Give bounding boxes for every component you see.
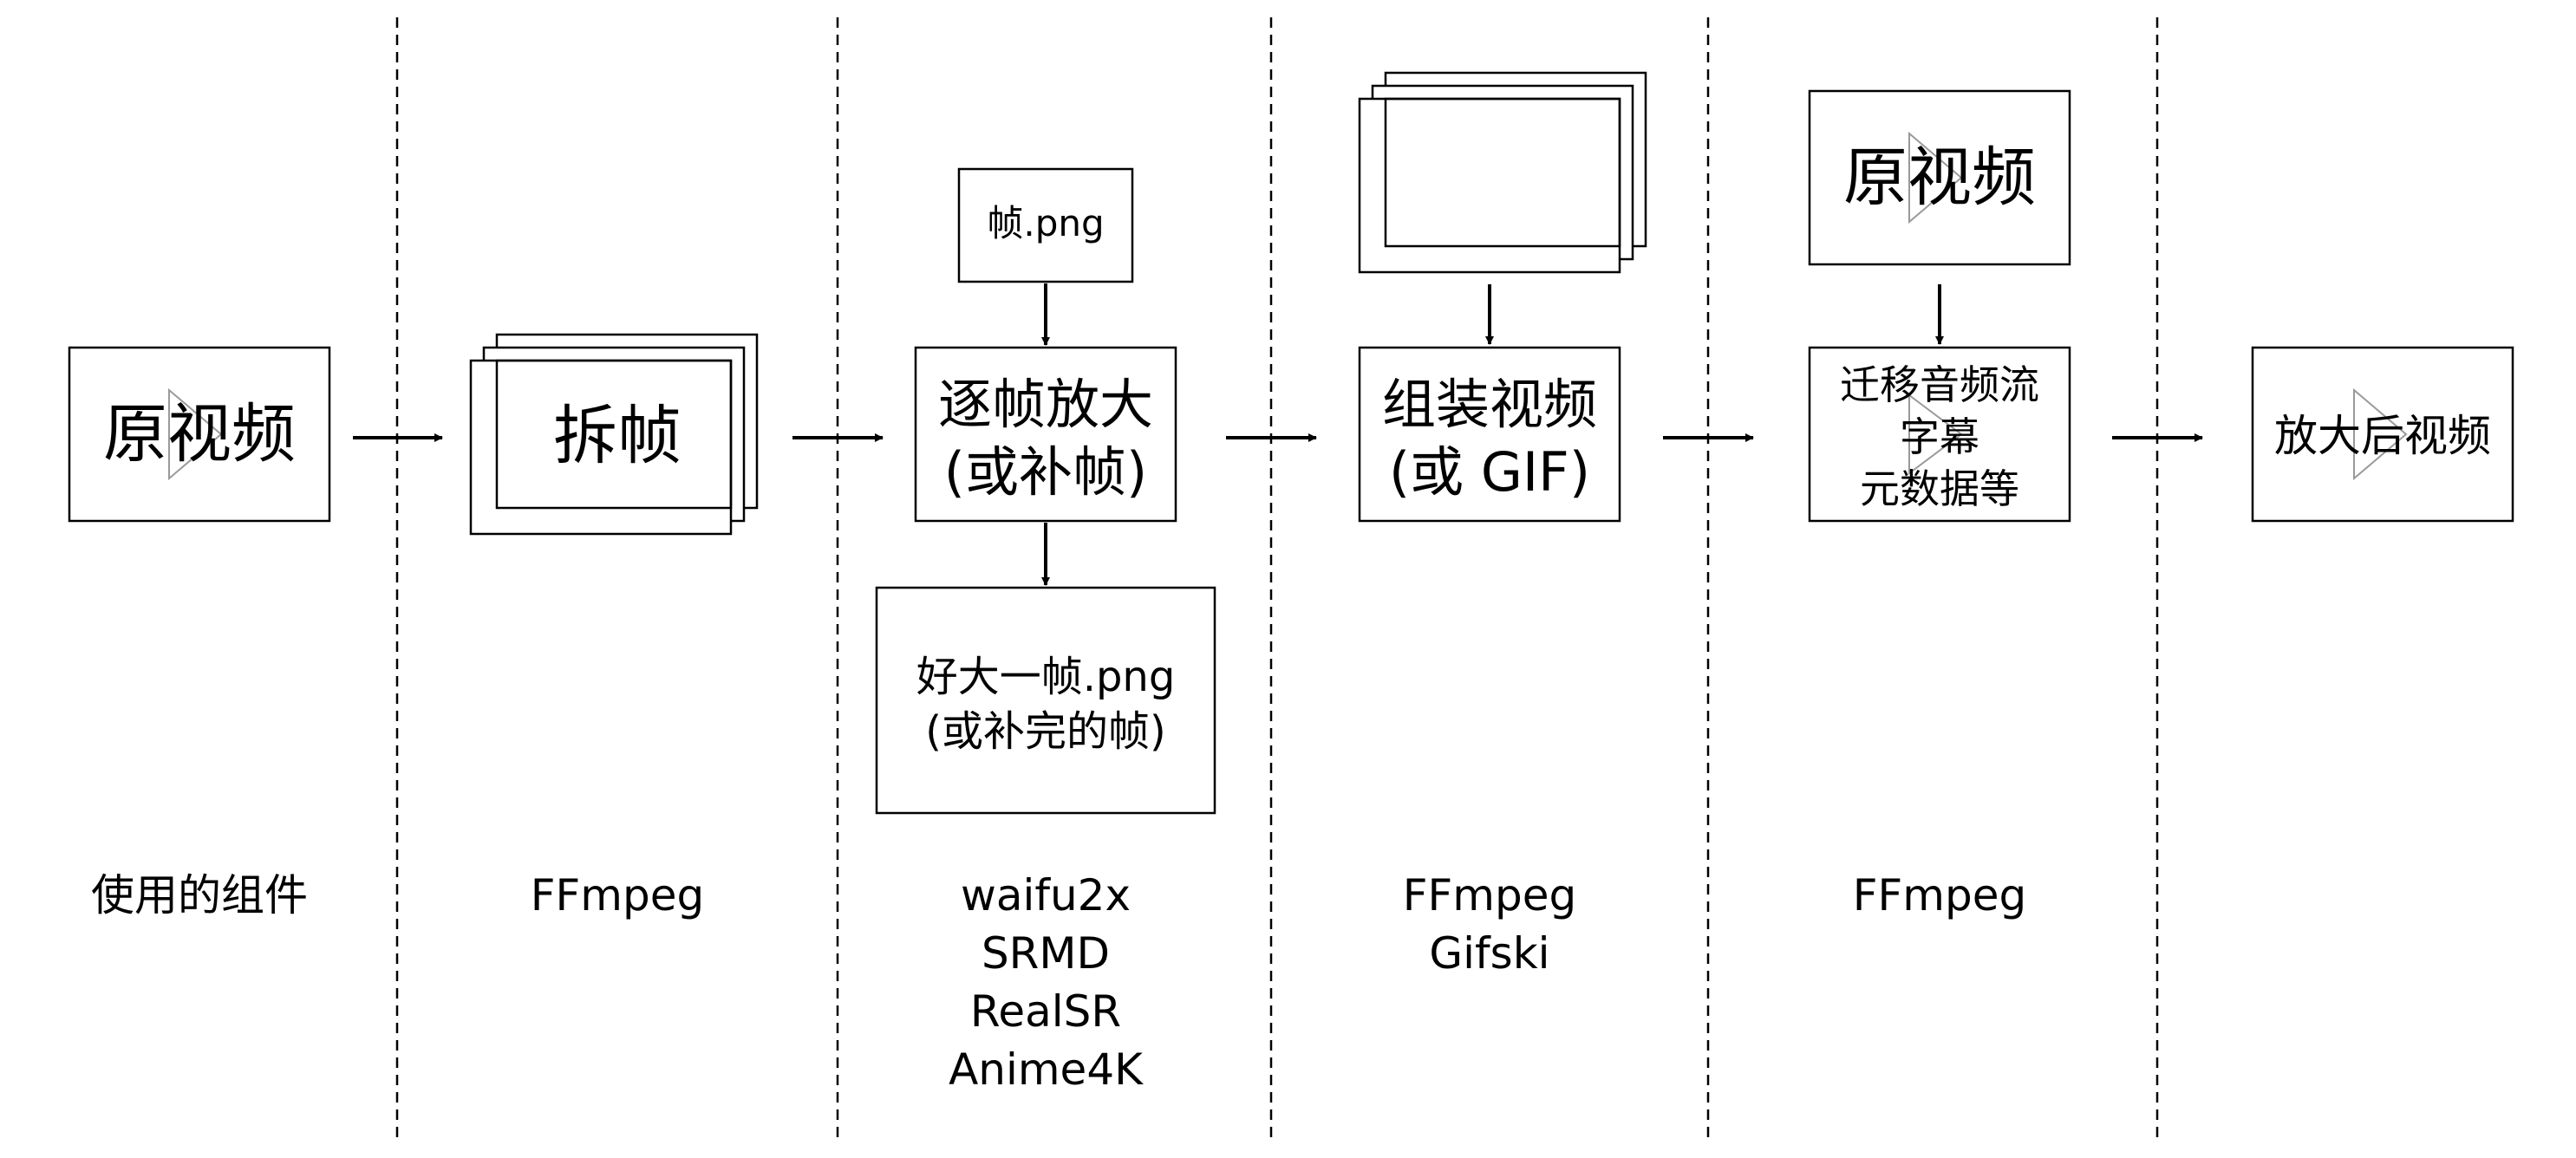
- source-video-box: [68, 346, 331, 523]
- split-frames-label: 拆帧: [553, 399, 681, 473]
- upscale-component-2: SRMD: [981, 928, 1110, 979]
- stage-split: 拆帧: [469, 333, 759, 536]
- big-frame-label-line2: (或补完的帧): [925, 707, 1165, 756]
- result-video-label: 放大后视频: [2274, 411, 2491, 461]
- upscale-component-3: RealSR: [970, 986, 1121, 1037]
- stage-dividers: [395, 17, 2159, 1144]
- result-video-box: [2251, 346, 2514, 523]
- frame-stack-inner: [495, 359, 733, 510]
- assemble-component-1: FFmpeg: [1403, 870, 1576, 921]
- stage-assemble: 组装视频 (或 GIF): [1358, 71, 1647, 523]
- migrate-component: FFmpeg: [1853, 870, 2026, 921]
- play-icon: [2353, 387, 2408, 481]
- migrate-label-line2: 字幕: [1900, 413, 1979, 460]
- play-icon: [1908, 131, 1963, 224]
- frame-png-label: 帧.png: [987, 202, 1104, 244]
- assemble-box: [1358, 346, 1621, 523]
- play-icon: [168, 387, 223, 481]
- upscale-component-1: waifu2x: [961, 870, 1131, 921]
- original-video-box: [1808, 89, 2071, 266]
- play-icon: [1908, 394, 1963, 475]
- assembled-stack-inner: [1384, 97, 1621, 248]
- upscale-box: [914, 346, 1177, 523]
- components-heading: 使用的组件: [91, 870, 308, 921]
- stage-source: 原视频: [68, 346, 331, 523]
- stage-upscale: 帧.png 逐帧放大 (或补帧) 好大一帧.png (或补完的帧): [875, 167, 1216, 815]
- source-video-label: 原视频: [103, 397, 296, 472]
- upscale-label-line2: (或补帧): [944, 440, 1147, 504]
- big-frame-label-line1: 好大一帧.png: [916, 653, 1176, 701]
- migrate-label-line3: 元数据等: [1860, 465, 2019, 512]
- assemble-label-line1: 组装视频: [1382, 373, 1597, 436]
- assemble-component-2: Gifski: [1429, 928, 1549, 979]
- stage-migrate: 原视频 迁移音频流 字幕 元数据等: [1808, 89, 2071, 523]
- split-component: FFmpeg: [531, 870, 704, 921]
- assemble-label-line2: (或 GIF): [1389, 440, 1590, 504]
- migrate-box: [1808, 346, 2071, 523]
- stage-result: 放大后视频: [2251, 346, 2514, 523]
- migrate-label-line1: 迁移音频流: [1840, 361, 2039, 408]
- upscale-component-4: Anime4K: [949, 1044, 1144, 1095]
- frame-png-box: [957, 167, 1134, 283]
- frame-stack-front: [469, 359, 733, 536]
- component-labels: 使用的组件 FFmpeg waifu2x SRMD RealSR Anime4K…: [91, 870, 2026, 1095]
- upscale-label-line1: 逐帧放大: [938, 373, 1153, 436]
- original-video-label: 原视频: [1843, 140, 2036, 215]
- big-frame-box: [875, 586, 1216, 815]
